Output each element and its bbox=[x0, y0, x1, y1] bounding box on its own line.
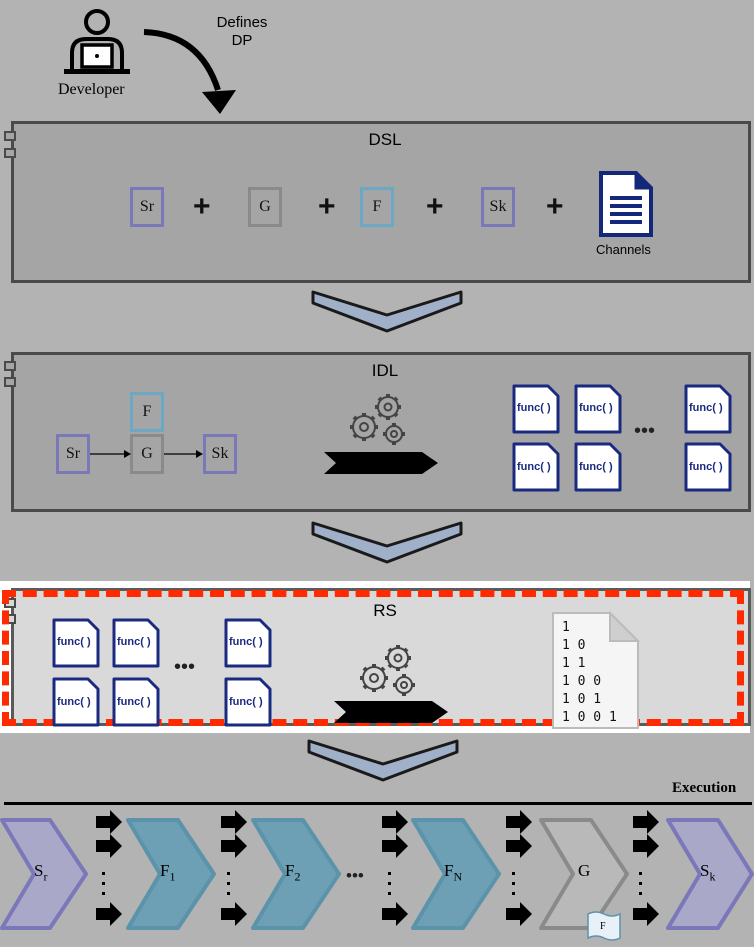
dsl-block-f: F bbox=[360, 187, 394, 227]
conveyor-arrow-icon bbox=[334, 701, 448, 723]
func-label: func( ) bbox=[517, 461, 551, 473]
stage-sink-label: Sk bbox=[700, 861, 715, 884]
func-label: func( ) bbox=[117, 636, 151, 648]
chevron-down-icon bbox=[307, 739, 459, 782]
g-file-label: F bbox=[600, 921, 606, 932]
func-label: func( ) bbox=[229, 696, 263, 708]
wavy-file-icon bbox=[587, 911, 621, 941]
stage-f2-label: F2 bbox=[285, 861, 300, 884]
document-icon bbox=[599, 171, 653, 237]
execution-ellipsis: ••• bbox=[346, 866, 364, 885]
func-file-icon bbox=[512, 442, 560, 492]
binary-line: 1 0 0 bbox=[562, 674, 602, 689]
component-tab-icon bbox=[4, 131, 16, 141]
binary-file-icon bbox=[552, 610, 641, 729]
defines-annotation: Defines DP bbox=[212, 14, 272, 50]
dsl-title: DSL bbox=[368, 130, 402, 149]
execution-pipeline bbox=[0, 810, 754, 941]
stage-fn-shape bbox=[411, 818, 501, 930]
rs-ellipsis: ••• bbox=[174, 656, 196, 678]
stage-sub: N bbox=[453, 869, 463, 884]
stage-source-shape bbox=[0, 818, 88, 930]
func-file-icon bbox=[574, 442, 622, 492]
stage-source-label: Sr bbox=[34, 861, 47, 884]
stage-sub: r bbox=[43, 869, 48, 884]
idl-edges bbox=[90, 450, 203, 458]
func-label: func( ) bbox=[689, 461, 723, 473]
defines-line1: Defines bbox=[216, 14, 268, 31]
idl-node-source: Sr bbox=[56, 434, 90, 474]
func-label: func( ) bbox=[517, 402, 551, 414]
stage-sink-shape bbox=[666, 818, 754, 930]
component-tab-icon bbox=[4, 148, 16, 158]
func-file-icon bbox=[684, 442, 732, 492]
stage-base: S bbox=[700, 861, 710, 880]
binary-line: 1 0 0 1 bbox=[562, 710, 617, 725]
execution-divider bbox=[4, 802, 752, 805]
channels-label: Channels bbox=[596, 242, 651, 257]
func-file-icon bbox=[684, 384, 732, 434]
idl-node-f: F bbox=[130, 392, 164, 432]
stage-f1-shape bbox=[126, 818, 216, 930]
arrow-group bbox=[96, 810, 659, 926]
func-file-icon bbox=[112, 618, 160, 668]
developer-laptop-icon bbox=[64, 9, 130, 74]
rs-title: RS bbox=[373, 601, 397, 620]
stage-base: F bbox=[444, 861, 454, 880]
stage-base: S bbox=[34, 861, 44, 880]
stage-g-label: G bbox=[578, 861, 590, 881]
stage-f1-label: F1 bbox=[160, 861, 175, 884]
gears-icon bbox=[360, 645, 415, 696]
func-label: func( ) bbox=[689, 402, 723, 414]
component-tab-icon bbox=[4, 361, 16, 371]
chevron-down-icon bbox=[311, 521, 463, 564]
dsl-block-g: G bbox=[248, 187, 282, 227]
dsl-plus: + bbox=[426, 190, 444, 223]
chevron-down-icon bbox=[311, 290, 463, 333]
stage-sub: 2 bbox=[294, 869, 301, 884]
idl-node-g: G bbox=[130, 434, 164, 474]
stage-fn-label: FN bbox=[444, 861, 462, 884]
developer-label: Developer bbox=[58, 81, 125, 98]
stage-sub: k bbox=[709, 869, 716, 884]
gears-icon bbox=[350, 394, 405, 445]
dsl-plus: + bbox=[318, 190, 336, 223]
curved-arrow-icon bbox=[143, 29, 236, 114]
func-label: func( ) bbox=[57, 696, 91, 708]
stage-base: F bbox=[285, 861, 295, 880]
idl-node-sink: Sk bbox=[203, 434, 237, 474]
func-file-icon bbox=[512, 384, 560, 434]
dsl-plus: + bbox=[546, 190, 564, 223]
binary-line: 1 0 bbox=[562, 638, 586, 653]
func-file-icon bbox=[52, 618, 100, 668]
func-label: func( ) bbox=[57, 636, 91, 648]
stage-base: F bbox=[160, 861, 170, 880]
conveyor-arrow-icon bbox=[324, 452, 438, 474]
execution-label: Execution bbox=[672, 780, 737, 796]
dsl-plus: + bbox=[193, 190, 211, 223]
func-file-icon bbox=[52, 677, 100, 727]
dsl-block-sink: Sk bbox=[481, 187, 515, 227]
func-label: func( ) bbox=[117, 696, 151, 708]
func-file-icon bbox=[224, 618, 272, 668]
func-label: func( ) bbox=[579, 402, 613, 414]
idl-panel bbox=[11, 352, 751, 512]
idl-title: IDL bbox=[371, 361, 399, 380]
func-file-icon bbox=[224, 677, 272, 727]
idl-ellipsis: ••• bbox=[634, 420, 656, 442]
binary-line: 1 0 1 bbox=[562, 692, 602, 707]
func-file-icon bbox=[574, 384, 622, 434]
component-tab-icon bbox=[4, 377, 16, 387]
func-label: func( ) bbox=[229, 636, 263, 648]
stage-f2-shape bbox=[251, 818, 341, 930]
binary-line: 1 1 bbox=[562, 656, 586, 671]
stage-sub: 1 bbox=[169, 869, 176, 884]
binary-line: 1 bbox=[562, 620, 570, 635]
dsl-block-source: Sr bbox=[130, 187, 164, 227]
func-file-icon bbox=[112, 677, 160, 727]
func-label: func( ) bbox=[579, 461, 613, 473]
defines-line2: DP bbox=[231, 32, 253, 49]
stage-base: G bbox=[578, 861, 591, 880]
